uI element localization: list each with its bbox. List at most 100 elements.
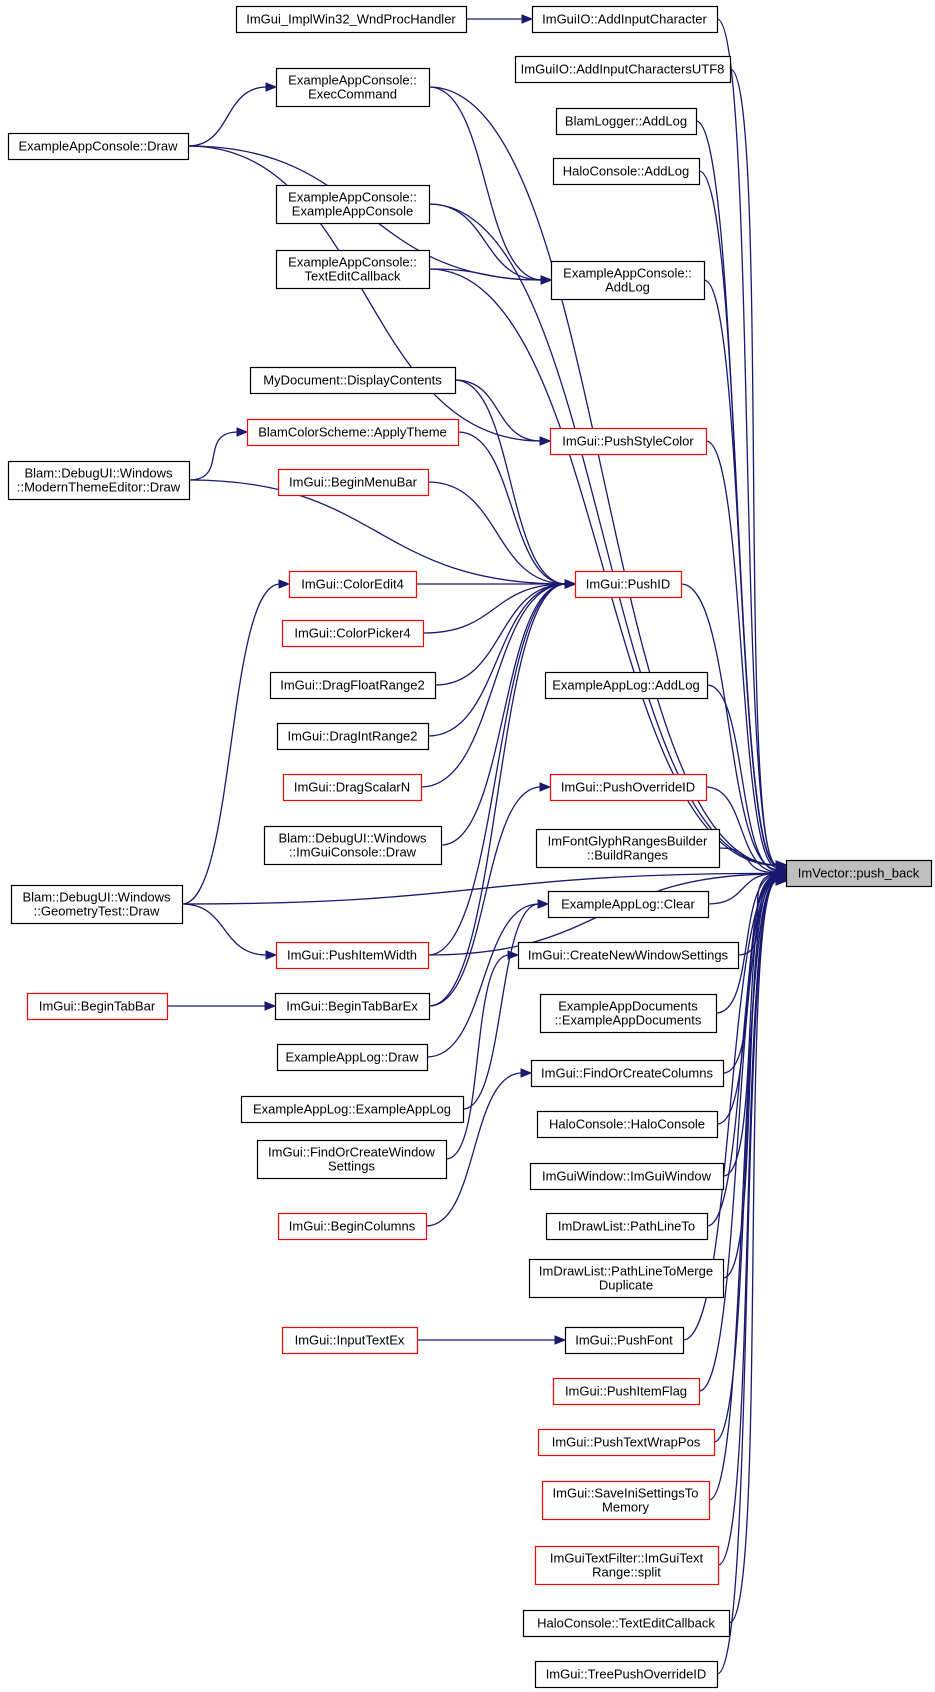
node-imguiwindow[interactable]: ImGuiWindow::ImGuiWindow	[529, 1162, 725, 1191]
node-label: ImGui_ImplWin32_WndProcHandler	[246, 12, 456, 27]
edge-applogdraw-to-applogclear	[426, 899, 550, 1058]
node-findorcreatecols[interactable]: ImGui::FindOrCreateColumns	[530, 1059, 725, 1088]
node-label: ImFontGlyphRangesBuilder	[548, 834, 708, 849]
node-label: AddLog	[605, 280, 650, 295]
edge-dragfloatrange2-to-pushid	[434, 579, 577, 686]
node-execcmd[interactable]: ExampleAppConsole::ExecCommand	[275, 67, 431, 108]
node-push-back[interactable]: ImVector::push_back	[785, 859, 933, 888]
node-blamlogger[interactable]: BlamLogger::AddLog	[555, 107, 698, 136]
node-label: ImDrawList::PathLineToMerge	[539, 1264, 713, 1279]
node-label: ImGui::PushOverrideID	[561, 780, 695, 795]
node-mydocdisplay[interactable]: MyDocument::DisplayContents	[249, 366, 457, 395]
edge-applogctor-to-applogclear	[462, 899, 550, 1110]
node-label: ImGuiTextFilter::ImGuiText	[550, 1551, 704, 1566]
node-dragscalarn[interactable]: ImGui::DragScalarN	[282, 773, 423, 802]
node-label: HaloConsole::AddLog	[563, 164, 689, 179]
node-appdocs[interactable]: ExampleAppDocuments::ExampleAppDocuments	[539, 993, 718, 1034]
node-label: ImGui::PushStyleColor	[562, 434, 694, 449]
node-pushoverrideid[interactable]: ImGui::PushOverrideID	[549, 773, 708, 802]
node-label: ExampleAppLog::Clear	[561, 897, 695, 912]
node-modernthemeeditor[interactable]: Blam::DebugUI::Windows::ModernThemeEdito…	[7, 460, 191, 501]
edge-texteditcb-to-consoleaddlog	[428, 268, 553, 285]
edge-geometrytest-to-pushitemwidth	[181, 903, 278, 960]
node-coloredit4[interactable]: ImGui::ColorEdit4	[288, 570, 418, 599]
node-texteditcb[interactable]: ExampleAppConsole::TextEditCallback	[275, 249, 431, 290]
node-addinpututf8[interactable]: ImGuiIO::AddInputCharactersUTF8	[514, 55, 732, 84]
node-label: HaloConsole::TextEditCallback	[537, 1616, 715, 1631]
node-label: Blam::DebugUI::Windows	[22, 890, 171, 905]
node-consolector[interactable]: ExampleAppConsole::ExampleAppConsole	[275, 184, 431, 225]
node-label: ImGui::BeginColumns	[289, 1219, 416, 1234]
node-label: ExampleAppConsole::	[288, 73, 417, 88]
node-geometrytest[interactable]: Blam::DebugUI::Windows::GeometryTest::Dr…	[10, 884, 184, 925]
edge-imguiconsole-to-pushid	[440, 579, 577, 846]
node-label: Settings	[328, 1159, 375, 1174]
edge-modernthemeeditor-to-applytheme	[188, 427, 249, 481]
node-label: ExampleAppLog::ExampleAppLog	[253, 1102, 451, 1117]
node-begintabbarex[interactable]: ImGui::BeginTabBarEx	[274, 992, 431, 1021]
node-dragfloatrange2[interactable]: ImGui::DragFloatRange2	[269, 671, 437, 700]
node-label: ::BuildRanges	[587, 848, 668, 863]
node-label: ImGui::DragFloatRange2	[280, 678, 425, 693]
node-label: ExampleAppDocuments	[558, 999, 698, 1014]
node-buildranges[interactable]: ImFontGlyphRangesBuilder::BuildRanges	[535, 828, 721, 869]
edge-begincolumns-to-findorcreatecols	[425, 1068, 533, 1227]
node-label: Blam::DebugUI::Windows	[24, 466, 173, 481]
node-applytheme[interactable]: BlamColorScheme::ApplyTheme	[246, 418, 460, 447]
node-label: HaloConsole::HaloConsole	[549, 1117, 705, 1132]
edge-treepushoverrideid-to-push-back	[716, 876, 788, 1675]
node-label: Blam::DebugUI::Windows	[278, 831, 427, 846]
node-label: ImGui::BeginTabBarEx	[286, 999, 418, 1014]
edge-mydocdisplay-to-pushstylecolor	[454, 379, 552, 446]
node-colorpicker4[interactable]: ImGui::ColorPicker4	[281, 619, 425, 648]
node-beginmenubar[interactable]: ImGui::BeginMenuBar	[277, 468, 430, 497]
node-haloaddlog[interactable]: HaloConsole::AddLog	[552, 157, 701, 186]
node-pushfont[interactable]: ImGui::PushFont	[564, 1326, 685, 1355]
node-applogaddlog[interactable]: ExampleAppLog::AddLog	[544, 671, 709, 700]
node-applogdraw[interactable]: ExampleAppLog::Draw	[276, 1043, 429, 1072]
node-label: ::ImGuiConsole::Draw	[289, 845, 417, 860]
node-inputtextex[interactable]: ImGui::InputTextEx	[281, 1326, 419, 1355]
node-label: ImGui::TreePushOverrideID	[546, 1667, 707, 1682]
node-haloconsolector[interactable]: HaloConsole::HaloConsole	[536, 1110, 719, 1139]
edge-geometrytest-to-coloredit4	[181, 579, 291, 905]
node-treepushoverrideid[interactable]: ImGui::TreePushOverrideID	[534, 1660, 719, 1689]
node-begintabbar[interactable]: ImGui::BeginTabBar	[26, 992, 169, 1021]
edge-begintabbar-to-begintabbarex	[167, 1001, 277, 1011]
node-pushtextwrappos[interactable]: ImGui::PushTextWrapPos	[537, 1428, 716, 1457]
node-label: ImGui::CreateNewWindowSettings	[528, 948, 729, 963]
node-pushid[interactable]: ImGui::PushID	[574, 570, 683, 599]
node-label: ::ExampleAppDocuments	[555, 1013, 702, 1028]
node-pushstylecolor[interactable]: ImGui::PushStyleColor	[549, 427, 708, 456]
node-halotexteditcb[interactable]: HaloConsole::TextEditCallback	[522, 1609, 731, 1638]
node-label: ImGui::BeginMenuBar	[289, 475, 418, 490]
node-consoledraw[interactable]: ExampleAppConsole::Draw	[7, 132, 190, 161]
edge-findorcreatewin-to-createnewwin	[445, 950, 520, 1160]
node-label: ImGui::PushTextWrapPos	[552, 1435, 701, 1450]
node-begincolumns[interactable]: ImGui::BeginColumns	[277, 1212, 428, 1241]
edge-begintabbarex-to-pushid	[428, 579, 577, 1007]
node-label: Memory	[602, 1500, 649, 1515]
node-pushitemwidth[interactable]: ImGui::PushItemWidth	[275, 941, 430, 970]
node-label: ImGui::DragScalarN	[294, 780, 410, 795]
node-applogctor[interactable]: ExampleAppLog::ExampleAppLog	[240, 1095, 465, 1124]
edge-wndproc-to-addinputchar	[466, 14, 534, 24]
node-pathlineto[interactable]: ImDrawList::PathLineTo	[545, 1212, 709, 1241]
node-addinputchar[interactable]: ImGuiIO::AddInputCharacter	[531, 5, 719, 34]
node-dragintrange2[interactable]: ImGui::DragIntRange2	[276, 722, 430, 751]
node-label: ImGuiIO::AddInputCharactersUTF8	[521, 62, 725, 77]
node-label: MyDocument::DisplayContents	[263, 373, 442, 388]
node-label: ImGui::PushFont	[575, 1333, 673, 1348]
node-pushitemflag[interactable]: ImGui::PushItemFlag	[552, 1377, 701, 1406]
edge-inputtextex-to-pushfont	[417, 1335, 567, 1345]
node-imguiconsole[interactable]: Blam::DebugUI::Windows::ImGuiConsole::Dr…	[263, 825, 443, 866]
node-applogclear[interactable]: ExampleAppLog::Clear	[547, 890, 710, 919]
node-createnewwin[interactable]: ImGui::CreateNewWindowSettings	[517, 941, 740, 970]
node-consoleaddlog[interactable]: ExampleAppConsole::AddLog	[550, 260, 706, 301]
node-wndproc[interactable]: ImGui_ImplWin32_WndProcHandler	[235, 5, 468, 34]
